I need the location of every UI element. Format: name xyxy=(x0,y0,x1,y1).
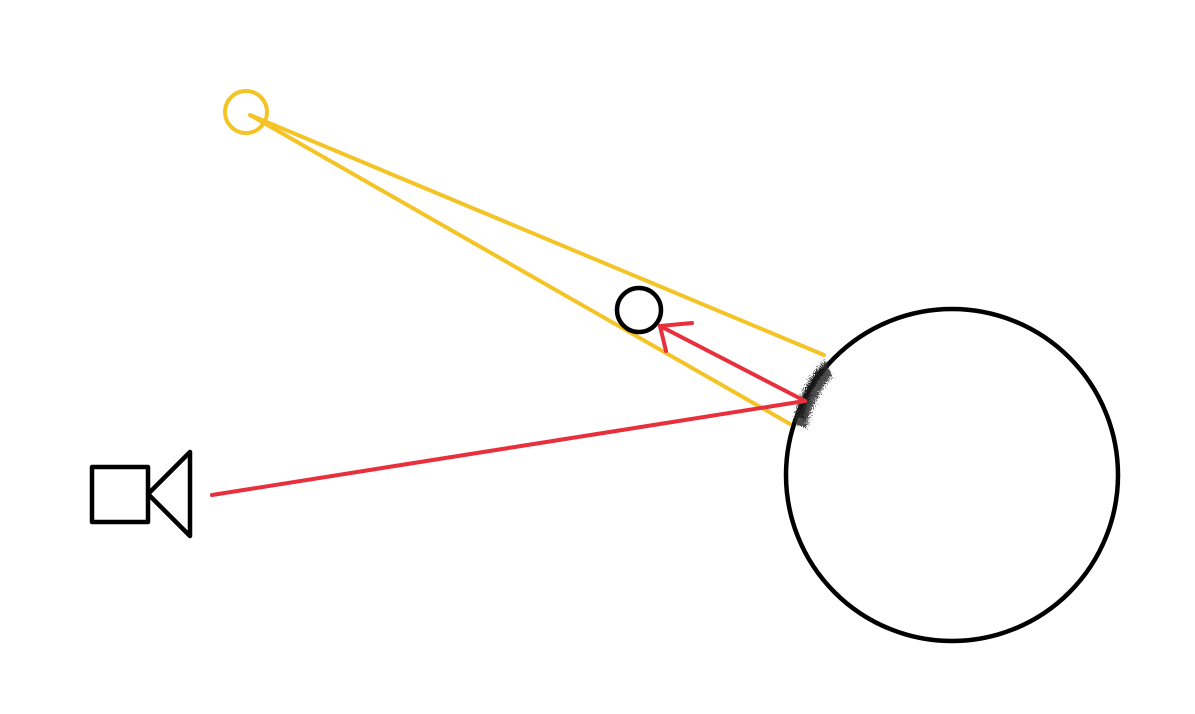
light-cone-lower-edge xyxy=(248,113,792,426)
shadow-patch xyxy=(794,360,832,428)
shadow-ray xyxy=(658,324,807,403)
camera-lens xyxy=(145,449,193,539)
shadow-ray-arrowhead xyxy=(658,321,694,353)
surface-sphere xyxy=(783,306,1121,644)
occluder-circle xyxy=(614,285,664,335)
light-source-icon xyxy=(223,89,269,135)
camera-icon xyxy=(89,449,193,539)
light-cone-upper-edge xyxy=(248,113,826,357)
camera-ray xyxy=(210,399,807,497)
